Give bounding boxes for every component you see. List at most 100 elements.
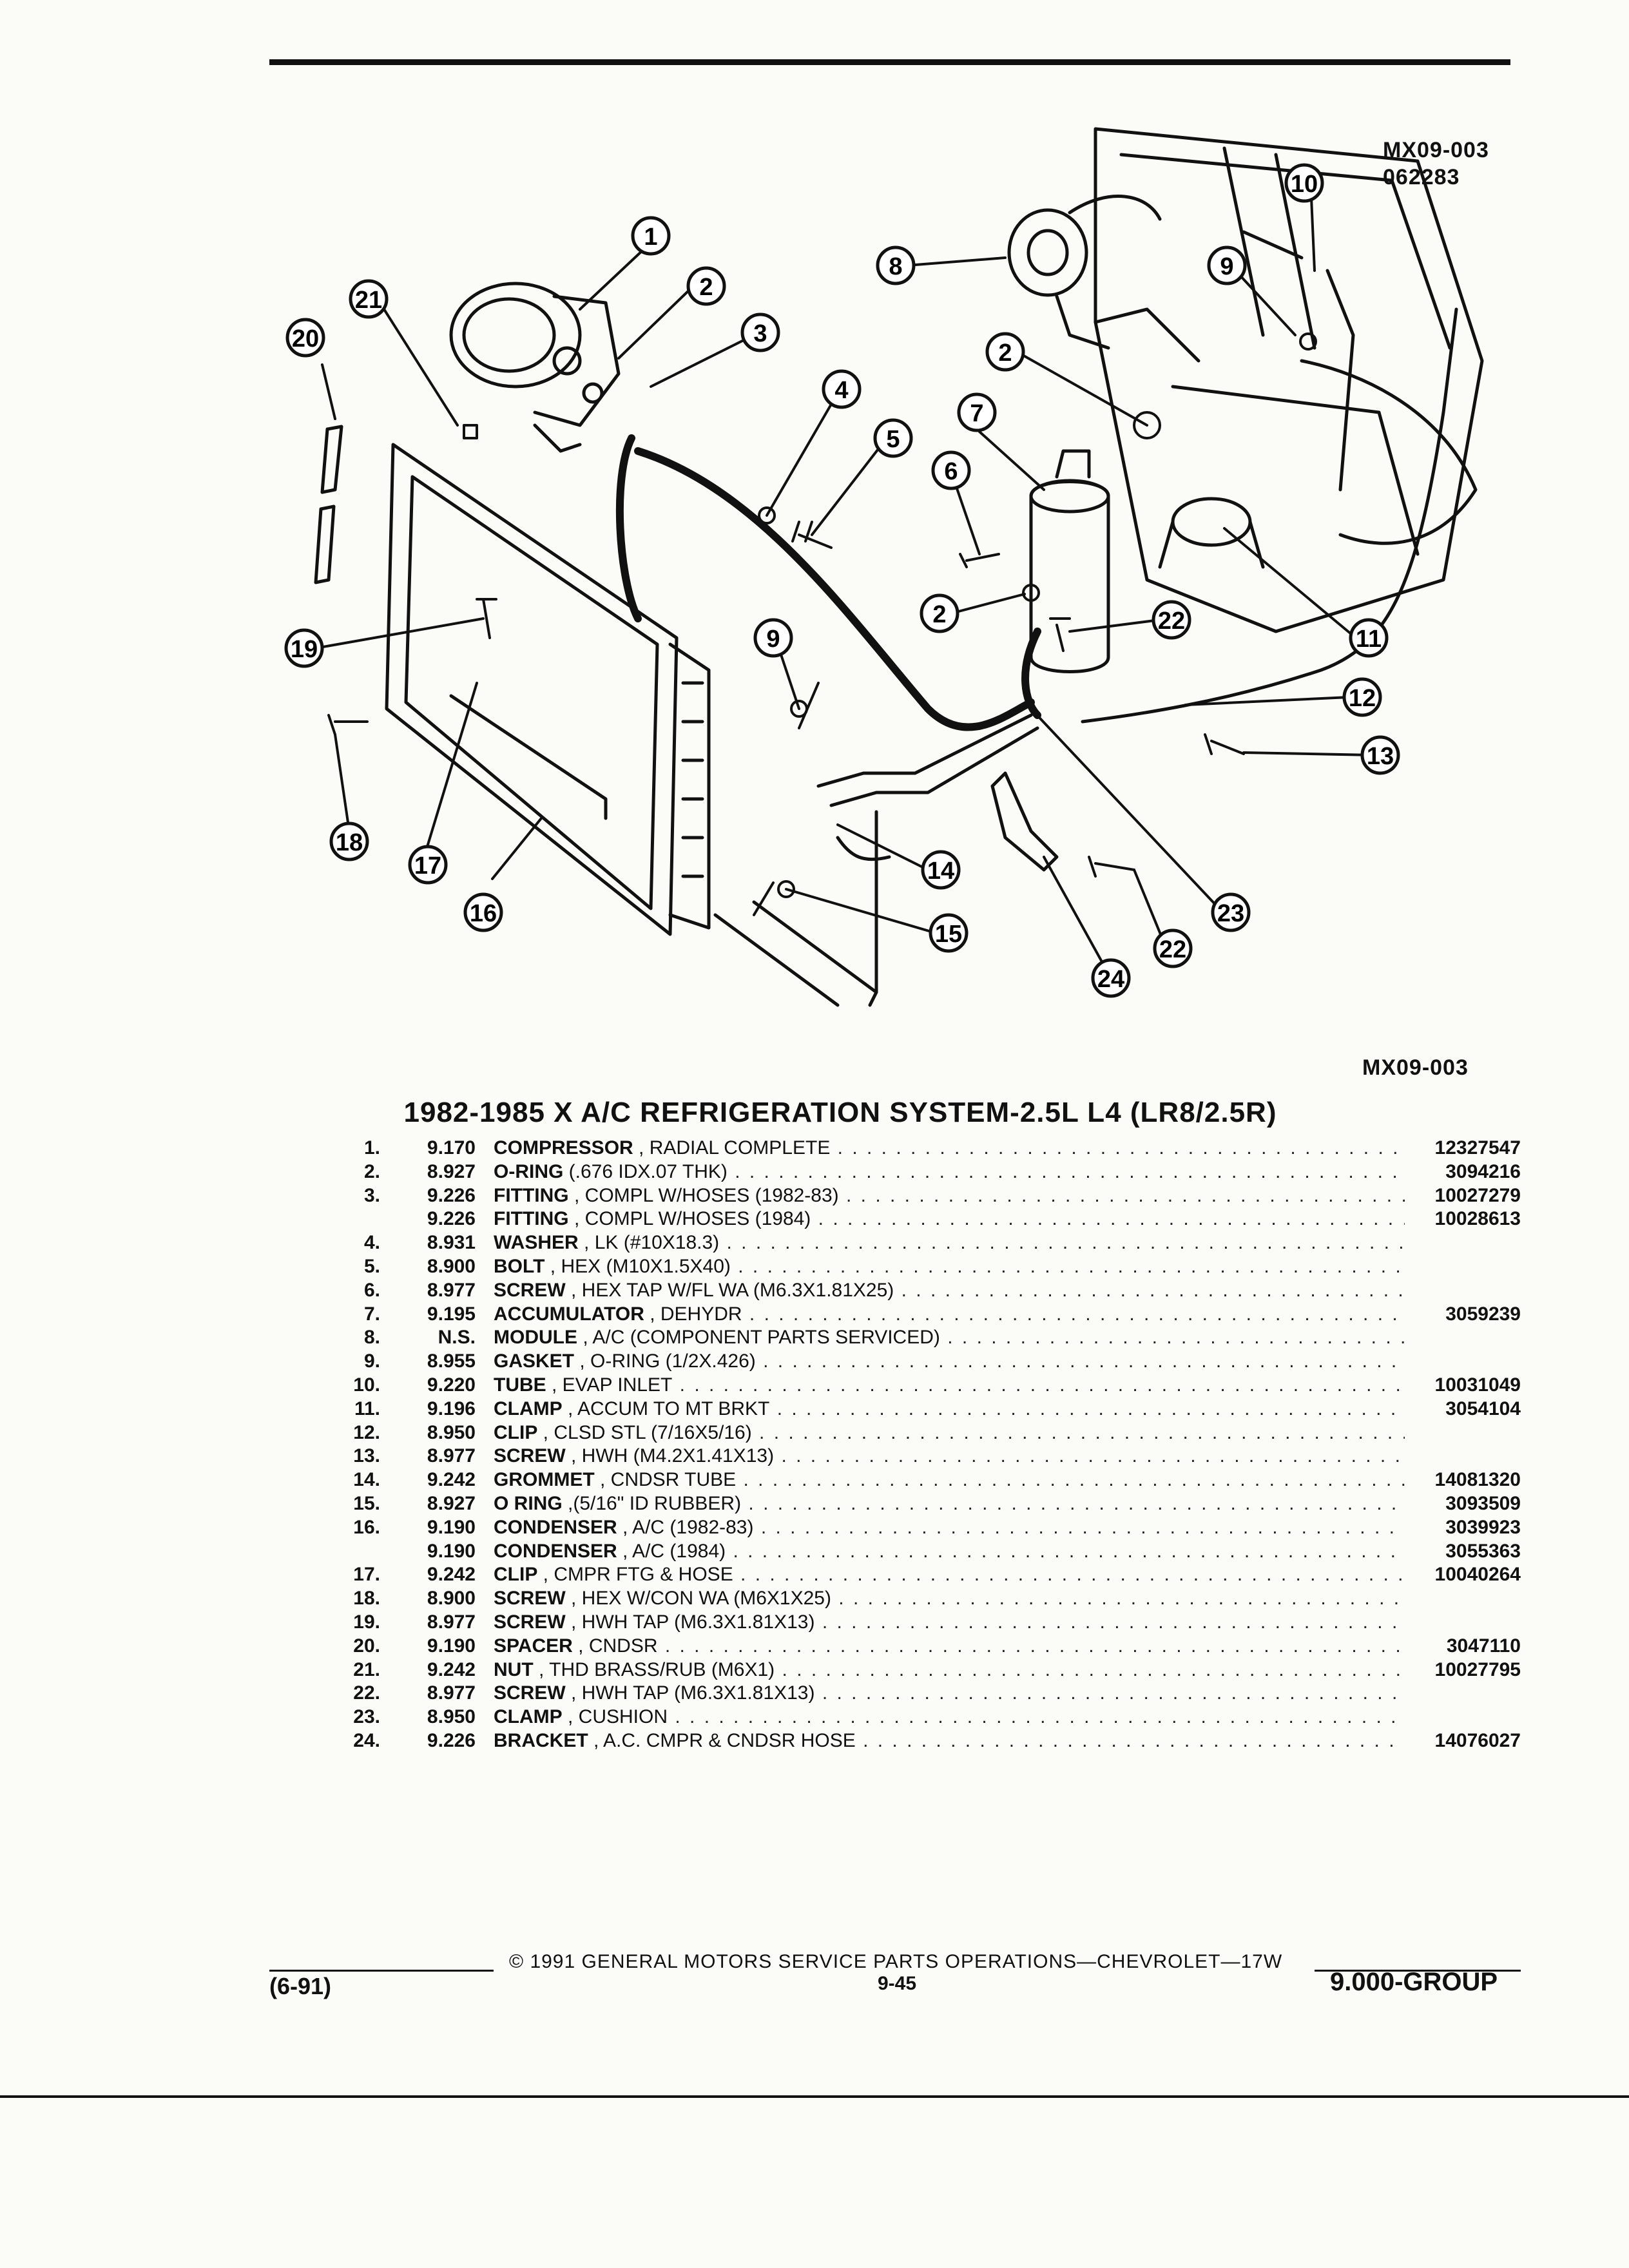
exploded-parts-diagram: 1 2 3 4 5 6 7 8 9 10 2 2 11 22 12 13 9 1… xyxy=(284,127,1484,1007)
callout-8: 8 xyxy=(876,245,916,285)
part-ref-number: 24. xyxy=(353,1729,380,1751)
callout-23: 23 xyxy=(1211,892,1251,932)
part-detail: , THD BRASS/RUB (M6X1) xyxy=(533,1658,775,1680)
footer-page-number: 9-45 xyxy=(878,1973,917,1994)
part-ref-number: 16. xyxy=(353,1516,380,1538)
part-description: BRACKET , A.C. CMPR & CNDSR HOSE . . . .… xyxy=(494,1729,1405,1753)
dot-leader: . . . . . . . . . . . . . . . . . . . . … xyxy=(782,1658,1405,1680)
part-ref-number: 21. xyxy=(353,1658,380,1680)
part-group-code: 9.196 xyxy=(427,1398,476,1419)
part-number: 10040264 xyxy=(1434,1564,1521,1586)
diagram-code-bottom: MX09-003 xyxy=(1362,1055,1469,1080)
fasteners xyxy=(327,332,1317,916)
part-detail: ,(5/16" ID RUBBER) xyxy=(562,1492,742,1514)
part-name: SCREW xyxy=(494,1682,566,1704)
part-description: MODULE , A/C (COMPONENT PARTS SERVICED) … xyxy=(494,1326,1405,1349)
part-description: SCREW , HWH TAP (M6.3X1.81X13) . . . . .… xyxy=(494,1611,1405,1634)
part-name: GASKET xyxy=(494,1350,575,1372)
refrigerant-lines xyxy=(713,230,1458,1007)
callout-9-a: 9 xyxy=(1207,245,1247,285)
part-number: 3094216 xyxy=(1445,1160,1521,1182)
part-name: CONDENSER xyxy=(494,1540,617,1562)
part-detail: , COMPL W/HOSES (1984) xyxy=(568,1208,811,1230)
part-name: O-RING xyxy=(494,1160,564,1182)
part-number: 10027279 xyxy=(1434,1184,1521,1206)
part-description: SCREW , HEX TAP W/FL WA (M6.3X1.81X25) .… xyxy=(494,1279,1405,1302)
callout-4: 4 xyxy=(822,369,862,409)
svg-text:13: 13 xyxy=(1367,743,1394,770)
part-number: 3059239 xyxy=(1445,1303,1521,1325)
part-name: NUT xyxy=(494,1658,534,1680)
footer-rule-right xyxy=(1315,1970,1521,1972)
svg-text:2: 2 xyxy=(998,340,1012,367)
part-group-code: 8.927 xyxy=(427,1492,476,1514)
part-name: MODULE xyxy=(494,1327,577,1349)
part-description: O-RING (.676 IDX.07 THK) . . . . . . . .… xyxy=(494,1160,1405,1184)
part-description: CONDENSER , A/C (1984) . . . . . . . . .… xyxy=(494,1540,1405,1563)
page-title: 1982-1985 X A/C REFRIGERATION SYSTEM-2.5… xyxy=(403,1097,1277,1128)
part-group-code: 9.190 xyxy=(427,1540,476,1562)
callout-21: 21 xyxy=(349,279,389,319)
callout-leaders xyxy=(314,182,1375,979)
dot-leader: . . . . . . . . . . . . . . . . . . . . … xyxy=(726,1232,1405,1254)
dot-leader: . . . . . . . . . . . . . . . . . . . . … xyxy=(733,1540,1405,1562)
compressor xyxy=(449,282,621,453)
svg-text:9: 9 xyxy=(766,626,780,653)
callout-17: 17 xyxy=(408,845,448,885)
top-rule xyxy=(269,59,1510,65)
dot-leader: . . . . . . . . . . . . . . . . . . . . … xyxy=(776,1398,1405,1419)
part-ref-number: 23. xyxy=(353,1706,380,1728)
part-group-code: 9.226 xyxy=(427,1184,476,1206)
svg-text:7: 7 xyxy=(970,400,983,427)
part-description: COMPRESSOR , RADIAL COMPLETE . . . . . .… xyxy=(494,1137,1405,1160)
part-ref-number: 20. xyxy=(353,1635,380,1657)
part-group-code: 8.900 xyxy=(427,1255,476,1277)
svg-text:20: 20 xyxy=(292,325,319,352)
svg-text:21: 21 xyxy=(355,287,382,314)
hose-bracket xyxy=(990,771,1059,872)
part-group-code: 8.977 xyxy=(427,1279,476,1301)
part-detail: , HWH TAP (M6.3X1.81X13) xyxy=(565,1682,815,1704)
part-name: SCREW xyxy=(494,1445,566,1467)
svg-text:5: 5 xyxy=(886,426,900,453)
part-name: BRACKET xyxy=(494,1729,588,1751)
dot-leader: . . . . . . . . . . . . . . . . . . . . … xyxy=(901,1279,1405,1301)
svg-text:24: 24 xyxy=(1097,966,1124,993)
callout-16: 16 xyxy=(463,892,503,932)
part-number: 3093509 xyxy=(1445,1492,1521,1514)
svg-text:22: 22 xyxy=(1159,936,1186,963)
callout-2-a: 2 xyxy=(686,266,726,306)
part-number: 14081320 xyxy=(1434,1469,1521,1491)
part-description: SCREW , HWH TAP (M6.3X1.81X13) . . . . .… xyxy=(494,1682,1405,1705)
part-description: FITTING , COMPL W/HOSES (1982-83) . . . … xyxy=(494,1184,1405,1207)
part-group-code: 8.950 xyxy=(427,1421,476,1443)
part-detail: , CNDSR TUBE xyxy=(594,1469,737,1491)
part-detail: , COMPL W/HOSES (1982-83) xyxy=(568,1184,839,1206)
part-ref-number: 2. xyxy=(363,1160,380,1182)
part-description: SCREW , HWH (M4.2X1.41X13) . . . . . . .… xyxy=(494,1445,1405,1468)
part-name: SPACER xyxy=(494,1635,573,1657)
callout-11: 11 xyxy=(1349,618,1389,658)
part-description: SCREW , HEX W/CON WA (M6X1X25) . . . . .… xyxy=(494,1587,1405,1610)
callout-10: 10 xyxy=(1284,163,1324,203)
svg-text:15: 15 xyxy=(935,921,962,948)
svg-text:22: 22 xyxy=(1158,608,1185,635)
part-name: COMPRESSOR xyxy=(494,1137,633,1158)
part-description: SPACER , CNDSR . . . . . . . . . . . . .… xyxy=(494,1635,1405,1658)
svg-text:11: 11 xyxy=(1356,626,1382,653)
part-ref-number: 17. xyxy=(353,1564,380,1586)
part-ref-number: 3. xyxy=(363,1184,380,1206)
part-row: 9.190 CONDENSER , A/C (1984) . . . . . . … xyxy=(348,1540,1521,1564)
accumulator xyxy=(1029,449,1110,673)
svg-text:10: 10 xyxy=(1291,171,1318,198)
footer-revision: (6-91) xyxy=(269,1973,332,1999)
part-name: SCREW xyxy=(494,1611,566,1633)
